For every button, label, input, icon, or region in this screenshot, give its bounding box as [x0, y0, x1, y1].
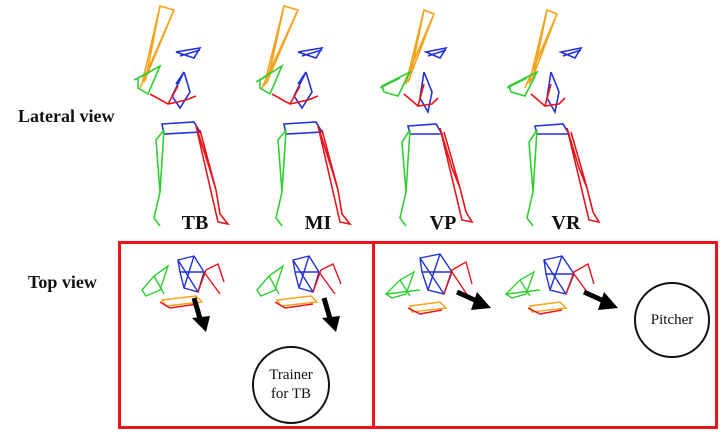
lateral-figure-vr [506, 8, 601, 227]
condition-label-vp: VP [429, 212, 457, 234]
lateral-figure-tb [133, 4, 230, 227]
pitcher-circle-label: Pitcher [650, 311, 694, 328]
lateral-figure-mi [255, 4, 352, 227]
row-label-top: Top view [28, 272, 97, 292]
condition-label-vr: VR [551, 212, 581, 234]
pitcher-circle: Pitcher [634, 282, 710, 358]
top-figure-vp [384, 253, 473, 315]
top-figure-mi [256, 255, 342, 309]
trainer-circle-line1: Trainer [269, 367, 313, 383]
trainer-circle-line2: for TB [270, 386, 312, 402]
top-view-panel-pitcher [372, 241, 718, 429]
arrow-down-mi [321, 297, 340, 332]
condition-label-mi: MI [304, 212, 332, 234]
row-label-lateral: Lateral view [18, 106, 115, 126]
trainer-circle: Trainer for TB [252, 346, 330, 424]
top-figure-vr [504, 255, 595, 315]
arrow-right-vr [582, 289, 618, 310]
arrow-right-vp [455, 289, 491, 310]
arrow-down-tb [191, 297, 210, 332]
lateral-figure-vp [379, 8, 474, 227]
condition-label-tb: TB [181, 212, 209, 234]
top-figure-tb [141, 255, 225, 309]
